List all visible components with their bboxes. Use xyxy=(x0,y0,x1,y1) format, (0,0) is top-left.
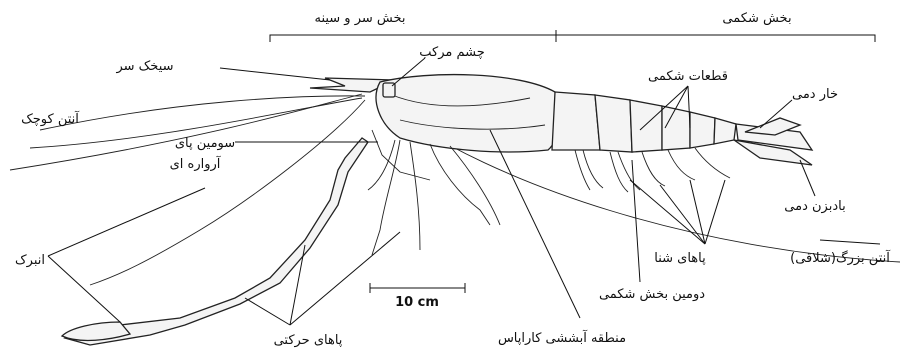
scale-bar: 10 cm xyxy=(370,283,465,310)
label-head-thorax: بخش سر و سینه xyxy=(314,11,405,26)
walking-legs xyxy=(62,130,500,345)
label-rostrum: سیخک سر xyxy=(115,59,173,74)
label-gill-region: منطقه آبششی کاراپاس xyxy=(498,329,626,346)
label-large-antenna: آنتن بزرگ(شلاقی) xyxy=(790,249,891,266)
label-walking-legs: پاهای حرکتی xyxy=(274,333,343,348)
label-third-maxilliped-2: آرواره ای xyxy=(170,155,222,172)
label-telson: خار دمی xyxy=(792,87,838,102)
label-chela: انبرک xyxy=(15,253,45,268)
shrimp-body xyxy=(310,75,812,192)
label-swimmerets: پاهای شنا xyxy=(654,251,706,266)
label-compound-eye: چشم مرکب xyxy=(419,45,485,60)
label-second-abdominal-segment: دومین بخش شکمی xyxy=(599,287,705,302)
label-abdominal-segments: قطعات شکمی xyxy=(648,69,728,84)
labels: بخش سر و سینه بخش شکمی چشم مرکب سیخک سر … xyxy=(15,11,891,348)
head-thorax-bracket xyxy=(270,30,875,42)
label-uropod: بادبزن دمی xyxy=(784,199,845,214)
label-small-antenna: آنتن کوچک xyxy=(21,110,80,127)
scale-bar-label: 10 cm xyxy=(395,295,439,310)
label-third-maxilliped-1: سومین پای xyxy=(175,136,235,151)
label-abdomen: بخش شکمی xyxy=(722,11,791,26)
